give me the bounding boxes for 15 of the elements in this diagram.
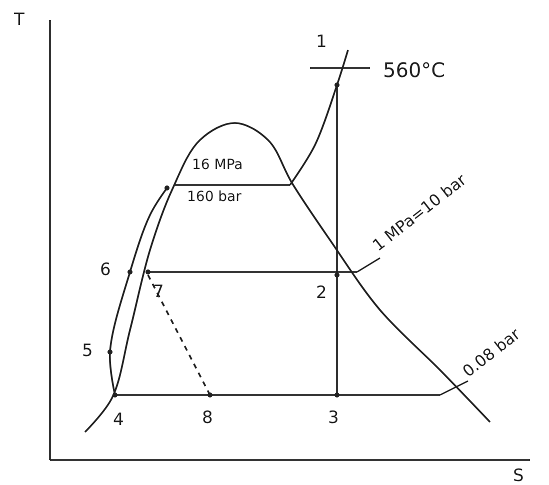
isobar-label: 0.08 bar (460, 326, 523, 380)
diagram-label: 4 (113, 412, 124, 429)
leader-line (440, 380, 468, 396)
diagram-label: 560°C (383, 60, 446, 80)
leader-line (356, 257, 380, 273)
diagram-label: 16 MPa (192, 158, 243, 172)
diagram-label: 6 (100, 262, 111, 279)
diagram-label: S (513, 468, 524, 485)
diagram-label: 2 (316, 285, 327, 302)
diagram-label: 1 (316, 34, 327, 51)
diagram-label: T (14, 12, 24, 29)
diagram-label: 160 bar (187, 190, 242, 204)
diagram-label: 5 (82, 343, 93, 360)
diagram-label: 8 (202, 410, 213, 427)
diagram-label: 3 (328, 410, 339, 427)
